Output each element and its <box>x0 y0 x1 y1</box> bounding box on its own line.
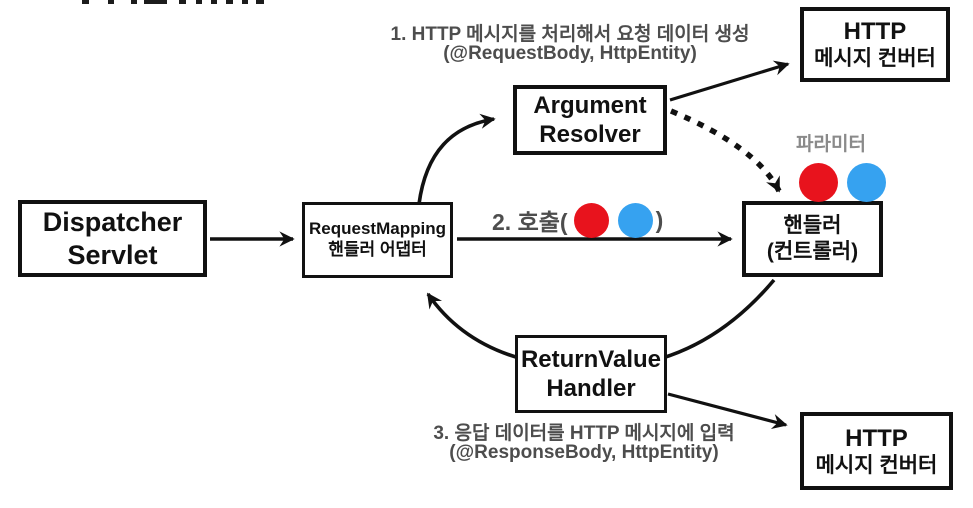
node-label: (컨트롤러) <box>766 240 859 263</box>
arrow-returnvalue-to-http-converter-bottom <box>667 392 788 429</box>
node-http-message-converter-top: HTTP 메시지 컨버터 <box>800 7 950 82</box>
clipped-text-fragment <box>242 0 248 4</box>
node-argument-resolver: Argument Resolver <box>513 85 667 155</box>
clipped-text-fragment <box>179 0 186 4</box>
node-label: 핸들러 어댑터 <box>328 240 427 259</box>
node-label: Dispatcher <box>42 206 183 237</box>
clipped-text-fragment <box>256 0 264 4</box>
param-blue-dot-inline <box>617 202 653 238</box>
node-label: RequestMapping <box>309 219 446 239</box>
node-label: 메시지 컨버터 <box>814 47 936 71</box>
annotation-step3-line1: 3. 응답 데이터를 HTTP 메시지에 입력 <box>433 423 735 444</box>
arrow-adapter-to-argument-resolver <box>417 113 496 205</box>
node-dispatcher-servlet: Dispatcher Servlet <box>18 200 207 277</box>
arrow-argument-resolver-to-http-converter-top <box>669 60 790 102</box>
parameter-label: 파라미터 <box>796 134 866 155</box>
clipped-text-fragment <box>108 0 114 4</box>
annotation-step2-suffix: ) <box>655 206 664 233</box>
annotation-step1-line2: (@RequestBody, HttpEntity) <box>443 43 697 64</box>
node-label: Servlet <box>67 239 158 270</box>
node-label: 핸들러 <box>783 214 842 238</box>
clipped-text-fragment <box>131 0 137 4</box>
annotation-step1-line1: 1. HTTP 메시지를 처리해서 요청 데이터 생성 <box>390 24 750 45</box>
clipped-text-fragment <box>144 0 167 4</box>
node-label: ReturnValue <box>520 345 662 373</box>
annotation-step3-line2: (@ResponseBody, HttpEntity) <box>449 442 719 463</box>
clipped-text-fragment <box>211 0 217 4</box>
node-label: Resolver <box>539 121 641 148</box>
node-request-mapping-handler-adapter: RequestMapping 핸들러 어댑터 <box>302 202 453 278</box>
param-red-dot <box>799 163 838 202</box>
clipped-text-fragment <box>196 0 202 4</box>
node-label: Handler <box>546 375 636 402</box>
annotation-step2-call: 2. 호출( ) <box>492 200 663 240</box>
annotation-step2-prefix: 2. 호출( <box>492 209 568 235</box>
node-http-message-converter-bottom: HTTP 메시지 컨버터 <box>800 412 953 490</box>
clipped-text-fragment <box>82 0 89 4</box>
param-red-dot-inline <box>573 202 609 238</box>
node-label: 메시지 컨버터 <box>815 453 938 477</box>
clipped-text-fragment <box>226 0 233 4</box>
node-label: Argument <box>533 91 647 119</box>
arrow-argument-resolver-to-handler-dashed <box>669 108 782 193</box>
node-handler-controller: 핸들러 (컨트롤러) <box>742 201 883 277</box>
node-label: HTTP <box>843 18 907 46</box>
param-blue-dot <box>847 163 886 202</box>
node-return-value-handler: ReturnValue Handler <box>515 335 667 413</box>
node-label: HTTP <box>845 424 908 452</box>
